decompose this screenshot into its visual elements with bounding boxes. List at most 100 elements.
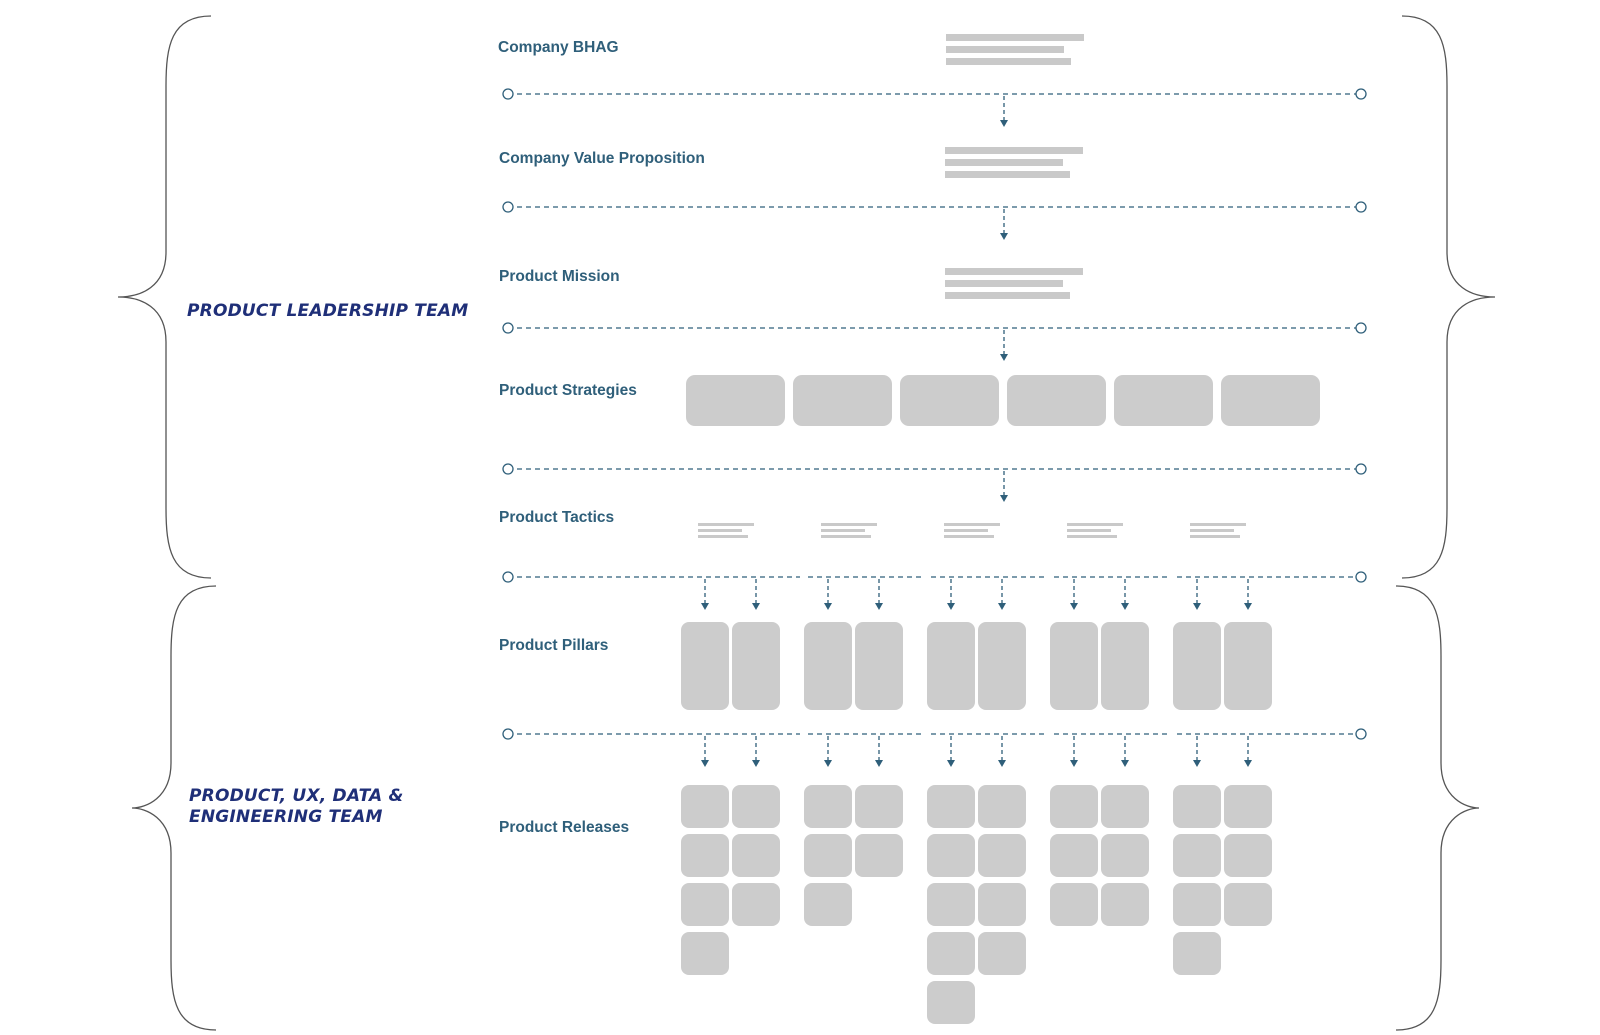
release-block-1-2-1 bbox=[732, 785, 780, 828]
tactic-3-placeholder-line-3 bbox=[944, 535, 994, 538]
brace-group bbox=[117, 15, 1496, 1031]
separator-end-circle-4 bbox=[1355, 463, 1367, 475]
tactic-2-arrow-1-head bbox=[824, 603, 832, 610]
separator-end-circle-3 bbox=[1355, 322, 1367, 334]
tactic-2-placeholder-line-2 bbox=[821, 529, 865, 532]
release-block-2-1-3 bbox=[804, 883, 852, 926]
level-label-product-releases: Product Releases bbox=[499, 819, 630, 836]
right-brace-leadership bbox=[1401, 15, 1496, 579]
separator-start-circle-1 bbox=[502, 88, 514, 100]
pillar-separator-start-circle bbox=[502, 728, 514, 740]
tactic-4-arrow-2-head bbox=[1121, 603, 1129, 610]
left-brace-delivery bbox=[131, 585, 217, 1031]
team-label-product-ux-data-engineering: PRODUCT, UX, DATA & ENGINEERING TEAM bbox=[189, 786, 404, 827]
separator-start-circle-3 bbox=[502, 322, 514, 334]
tactic-5-arrow-1-head bbox=[1193, 603, 1201, 610]
separator-arrow-1-head bbox=[1000, 120, 1008, 127]
tactic-5-placeholder-line-2 bbox=[1190, 529, 1234, 532]
strategy-block-4 bbox=[1007, 375, 1106, 426]
tactic-2-placeholder-line-3 bbox=[821, 535, 871, 538]
tactic-1-placeholder-line-2 bbox=[698, 529, 742, 532]
release-block-1-1-1 bbox=[681, 785, 729, 828]
release-block-4-2-1 bbox=[1101, 785, 1149, 828]
level-label-product-mission: Product Mission bbox=[499, 268, 620, 285]
release-block-4-1-1 bbox=[1050, 785, 1098, 828]
strategy-block-2 bbox=[793, 375, 892, 426]
release-block-1-2-2 bbox=[732, 834, 780, 877]
release-block-3-1-4 bbox=[927, 932, 975, 975]
release-block-5-2-3 bbox=[1224, 883, 1272, 926]
connector-group bbox=[502, 88, 1367, 767]
release-block-4-1-2 bbox=[1050, 834, 1098, 877]
release-block-2-2-1 bbox=[855, 785, 903, 828]
tactic-3-placeholder-line-2 bbox=[944, 529, 988, 532]
tactic-2-placeholder-line-1 bbox=[821, 523, 877, 526]
tactic-4-arrow-1-head bbox=[1070, 603, 1078, 610]
release-block-5-1-4 bbox=[1173, 932, 1221, 975]
separator-start-circle-4 bbox=[502, 463, 514, 475]
release-block-5-1-1 bbox=[1173, 785, 1221, 828]
strategy-block-3 bbox=[900, 375, 999, 426]
pillar-separator-end-circle bbox=[1355, 728, 1367, 740]
level-label-company-value-proposition: Company Value Proposition bbox=[499, 150, 705, 167]
tactic-5-placeholder-line-3 bbox=[1190, 535, 1240, 538]
release-block-1-1-2 bbox=[681, 834, 729, 877]
level-label-company-bhag: Company BHAG bbox=[498, 39, 619, 56]
level-label-product-pillars: Product Pillars bbox=[499, 637, 609, 654]
pillar-block-4-2 bbox=[1101, 622, 1149, 710]
left-brace-leadership bbox=[117, 15, 212, 579]
tactic-1-arrow-1-head bbox=[701, 603, 709, 610]
release-block-1-1-3 bbox=[681, 883, 729, 926]
tactic-1-placeholder-line-1 bbox=[698, 523, 754, 526]
release-block-5-1-3 bbox=[1173, 883, 1221, 926]
release-block-3-2-3 bbox=[978, 883, 1026, 926]
release-block-3-2-1 bbox=[978, 785, 1026, 828]
pillar-5-1-arrow-head bbox=[1193, 760, 1201, 767]
release-block-3-1-1 bbox=[927, 785, 975, 828]
pillar-1-2-arrow-head bbox=[752, 760, 760, 767]
pillar-4-2-arrow-head bbox=[1121, 760, 1129, 767]
tactic-2-arrow-2-head bbox=[875, 603, 883, 610]
pillar-block-2-1 bbox=[804, 622, 852, 710]
release-block-3-1-5 bbox=[927, 981, 975, 1024]
separator-start-circle-2 bbox=[502, 201, 514, 213]
bhag-placeholder-line-1 bbox=[946, 34, 1084, 41]
release-block-3-2-4 bbox=[978, 932, 1026, 975]
pillar-4-1-arrow-head bbox=[1070, 760, 1078, 767]
tactic-separator-start-circle bbox=[502, 571, 514, 583]
release-block-5-1-2 bbox=[1173, 834, 1221, 877]
strategy-block-6 bbox=[1221, 375, 1320, 426]
release-block-4-1-3 bbox=[1050, 883, 1098, 926]
team-label-product-leadership: PRODUCT LEADERSHIP TEAM bbox=[187, 301, 469, 321]
release-block-3-1-2 bbox=[927, 834, 975, 877]
mission-placeholder-line-2 bbox=[945, 280, 1063, 287]
right-brace-delivery bbox=[1395, 585, 1480, 1031]
pillar-block-5-1 bbox=[1173, 622, 1221, 710]
tactic-separator-end-circle bbox=[1355, 571, 1367, 583]
release-block-3-2-2 bbox=[978, 834, 1026, 877]
pillar-block-2-2 bbox=[855, 622, 903, 710]
release-block-5-2-1 bbox=[1224, 785, 1272, 828]
release-block-5-2-2 bbox=[1224, 834, 1272, 877]
pillar-2-1-arrow-head bbox=[824, 760, 832, 767]
pillar-block-4-1 bbox=[1050, 622, 1098, 710]
pillar-2-2-arrow-head bbox=[875, 760, 883, 767]
tactic-3-arrow-1-head bbox=[947, 603, 955, 610]
level-label-product-tactics: Product Tactics bbox=[499, 509, 615, 526]
tactic-1-arrow-2-head bbox=[752, 603, 760, 610]
tactic-1-placeholder-line-3 bbox=[698, 535, 748, 538]
release-block-1-1-4 bbox=[681, 932, 729, 975]
level-label-product-strategies: Product Strategies bbox=[499, 382, 637, 399]
tactic-4-placeholder-line-3 bbox=[1067, 535, 1117, 538]
bhag-placeholder-line-2 bbox=[946, 46, 1064, 53]
pillar-3-2-arrow-head bbox=[998, 760, 1006, 767]
tactic-5-arrow-2-head bbox=[1244, 603, 1252, 610]
mission-placeholder-line-1 bbox=[945, 268, 1083, 275]
release-block-2-1-1 bbox=[804, 785, 852, 828]
block-group bbox=[681, 34, 1320, 1024]
strategy-block-5 bbox=[1114, 375, 1213, 426]
pillar-block-3-1 bbox=[927, 622, 975, 710]
pillar-5-2-arrow-head bbox=[1244, 760, 1252, 767]
pillar-block-1-1 bbox=[681, 622, 729, 710]
separator-end-circle-1 bbox=[1355, 88, 1367, 100]
